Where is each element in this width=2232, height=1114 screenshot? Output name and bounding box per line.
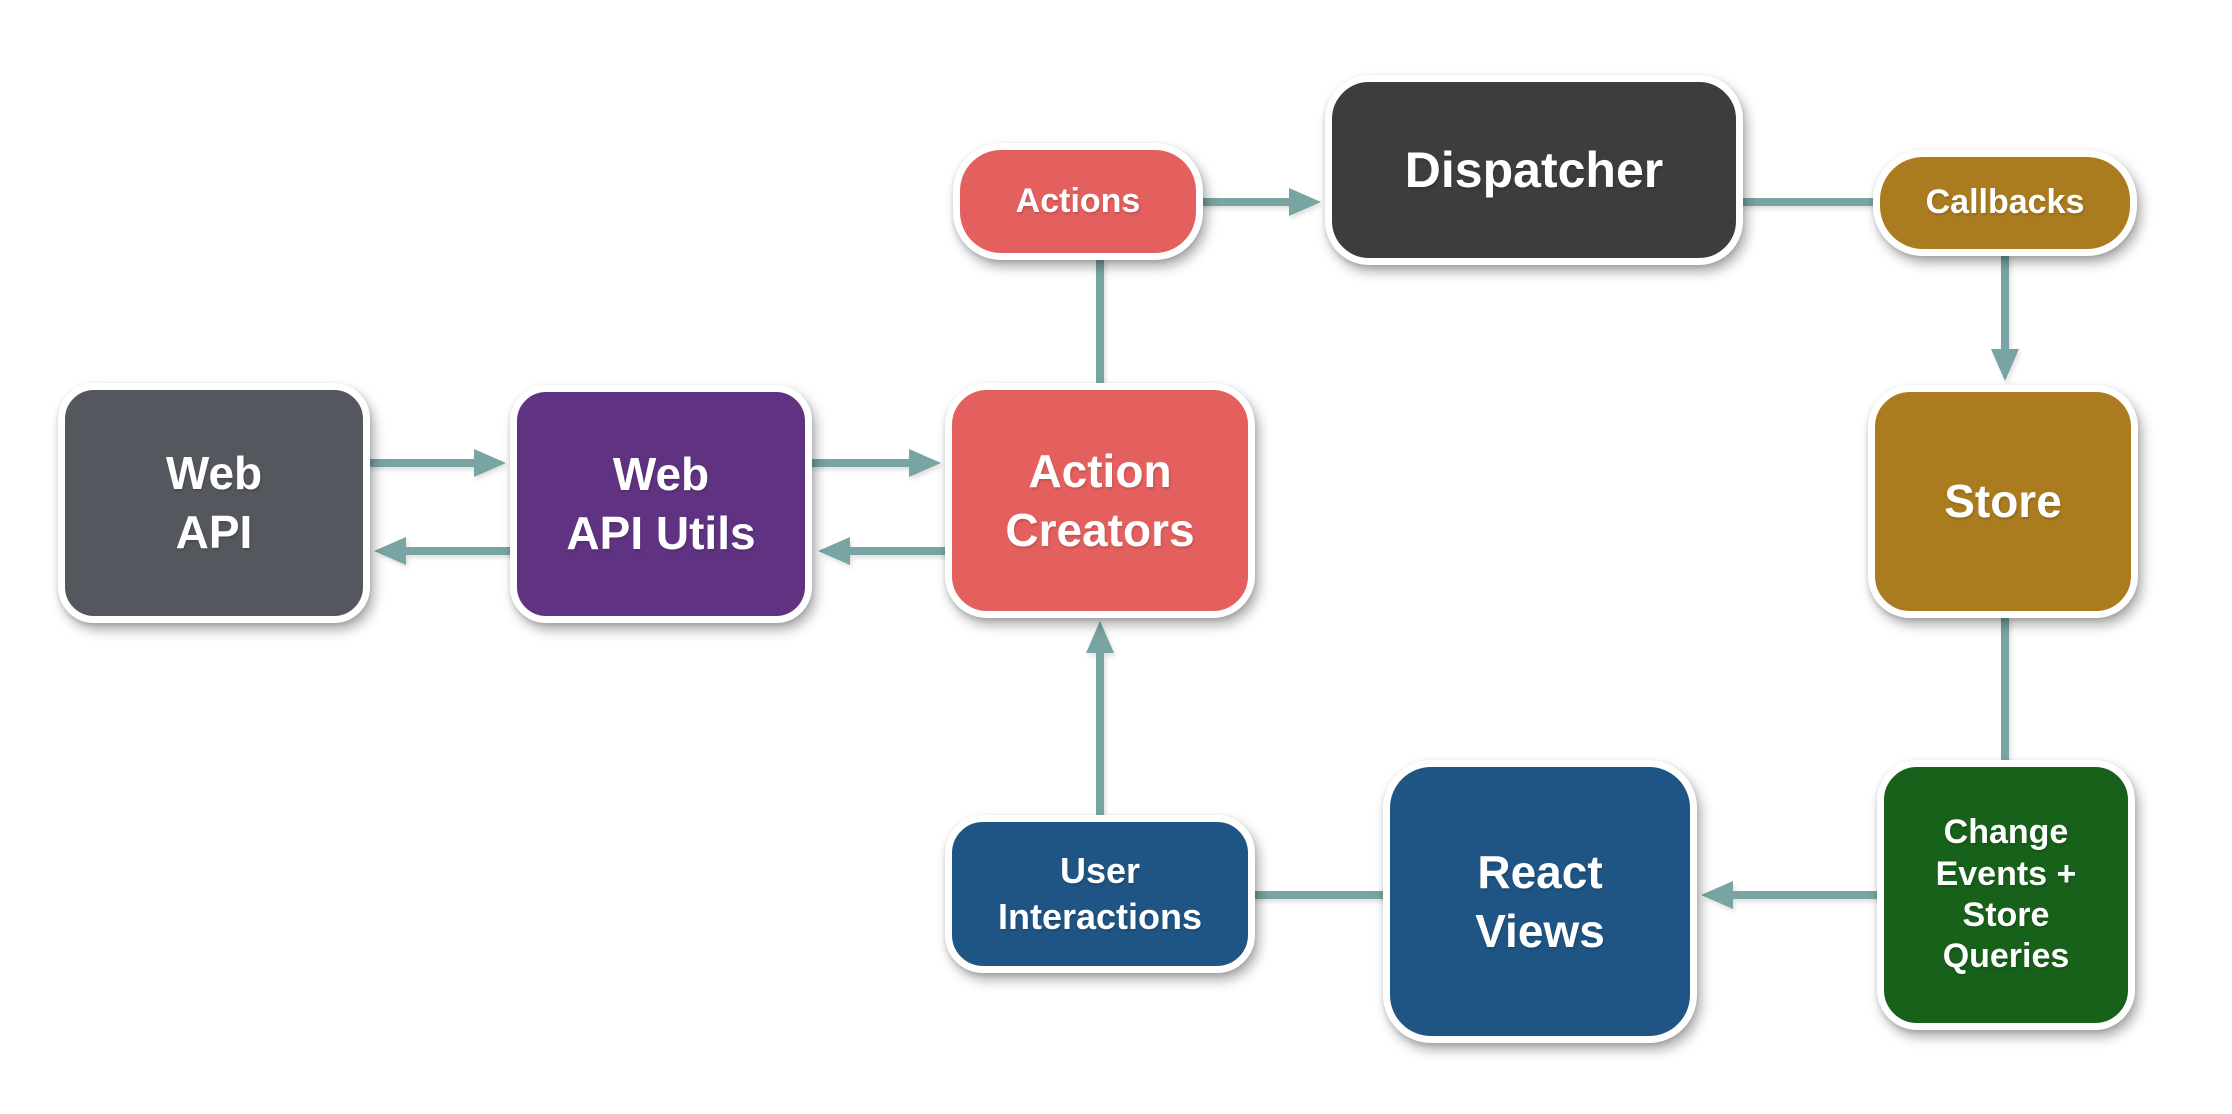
edge-web-api-utils-to-action-creators (808, 449, 941, 477)
edge-callbacks-to-store (1991, 253, 2019, 381)
node-store-label: Store (1944, 475, 2062, 528)
node-dispatcher-label: Dispatcher (1404, 142, 1664, 198)
node-change-events-label-line4: Queries (1942, 937, 2070, 976)
edge-web-api-to-web-api-utils (366, 449, 506, 477)
node-action-creators-label-line2: Creators (1005, 503, 1195, 556)
edge-web-api-utils-to-web-api (374, 537, 512, 565)
node-web-api-label-line2: API (175, 506, 253, 558)
edge-change-events-to-react-views (1701, 881, 1879, 909)
node-react-views-label-line2: Views (1475, 904, 1605, 957)
node-user-interactions-label-line1: User (1059, 849, 1141, 891)
node-store: Store (1868, 385, 2138, 618)
node-web-api-utils: Web API Utils (510, 385, 812, 623)
edge-action-creators-to-web-api-utils (818, 537, 949, 565)
node-change-events-store-queries: Change Events + Store Queries (1877, 760, 2135, 1030)
node-action-creators-label-line1: Action (1028, 444, 1172, 497)
node-change-events-label-line3: Store (1962, 896, 2050, 934)
node-web-api-utils-label-line2: API Utils (566, 507, 756, 559)
node-react-views: React Views (1383, 760, 1697, 1043)
node-user-interactions: User Interactions (945, 815, 1255, 973)
node-user-interactions-label-line2: Interactions (997, 896, 1203, 937)
node-web-api: Web API (58, 383, 370, 623)
node-callbacks-label: Callbacks (1925, 183, 2085, 222)
edge-user-interactions-to-action-creators (1086, 621, 1114, 817)
node-actions-label: Actions (1015, 181, 1141, 220)
node-react-views-label-line1: React (1477, 845, 1603, 898)
edge-actions-to-dispatcher (1201, 188, 1321, 216)
node-actions: Actions (953, 143, 1203, 260)
node-web-api-utils-label-line1: Web (612, 448, 710, 501)
node-change-events-label-line2: Events + (1935, 854, 2077, 893)
node-change-events-label-line1: Change (1943, 813, 2069, 852)
node-web-api-label-line1: Web (165, 447, 263, 500)
node-callbacks: Callbacks (1873, 150, 2137, 256)
node-action-creators: Action Creators (945, 383, 1255, 618)
node-dispatcher: Dispatcher (1325, 75, 1743, 265)
